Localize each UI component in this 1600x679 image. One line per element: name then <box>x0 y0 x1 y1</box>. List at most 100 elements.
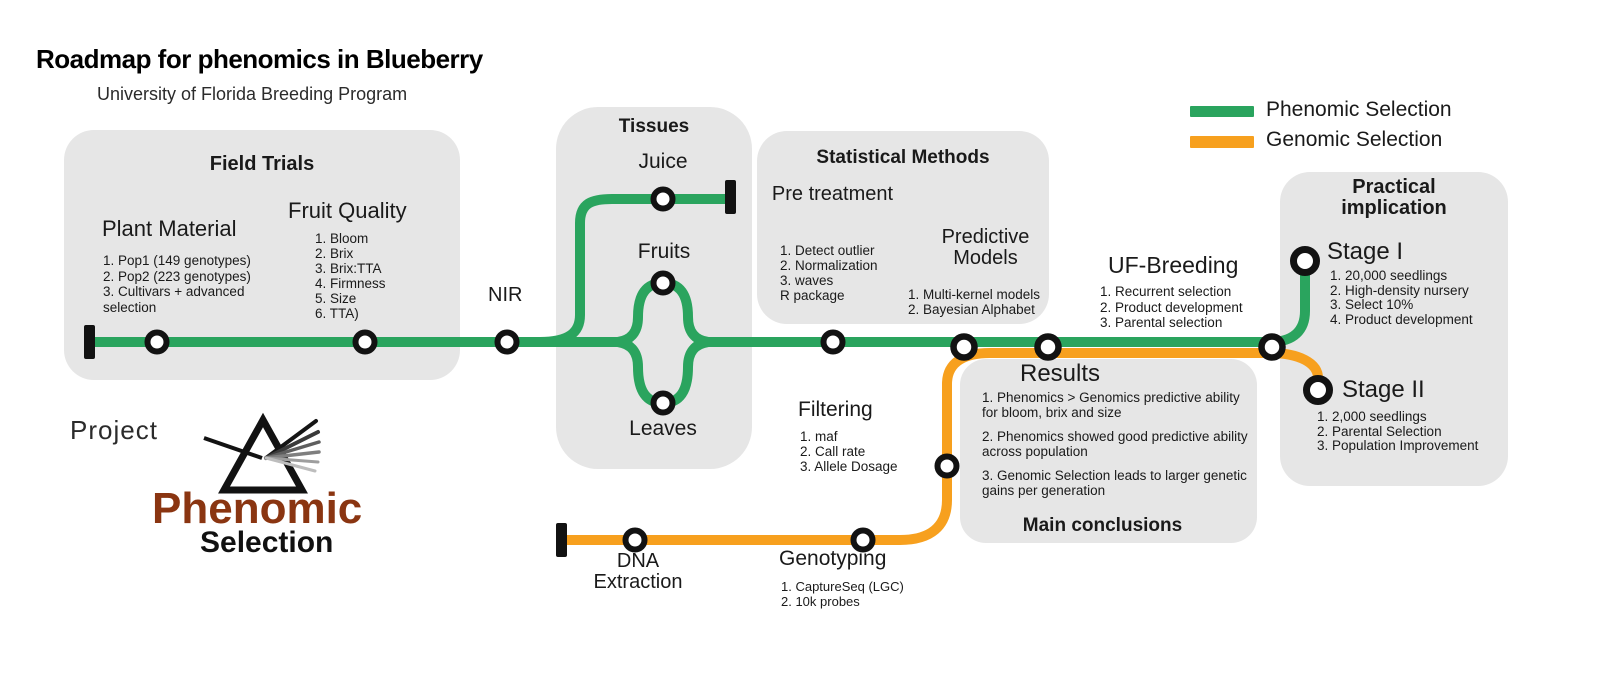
practical-implication-panel <box>1280 172 1508 486</box>
station-juice <box>650 186 676 212</box>
prism-rays <box>264 419 321 473</box>
dna-extraction-label: DNA Extraction <box>593 550 683 593</box>
prism-logo-icon <box>203 412 321 494</box>
list-item: 4. Product development <box>1330 311 1473 327</box>
uf-breeding-title: UF-Breeding <box>1108 252 1239 278</box>
nir-label: NIR <box>488 284 523 306</box>
list-item: 1. Multi-kernel models <box>908 287 1041 302</box>
station-pre-treatment <box>820 329 846 355</box>
legend-phenomic-label: Phenomic Selection <box>1266 98 1452 121</box>
station-stage2-terminal <box>1303 375 1333 405</box>
list-item: 2. Parental Selection <box>1317 423 1442 439</box>
station-genotyping <box>850 527 876 553</box>
station-fruit-quality <box>352 329 378 355</box>
project-label: Project <box>70 415 158 445</box>
main-conclusions-label: Main conclusions <box>1022 515 1183 536</box>
juice-label: Juice <box>638 150 688 173</box>
leaves-label: Leaves <box>629 417 697 440</box>
statistical-methods-title: Statistical Methods <box>816 147 990 168</box>
stations <box>144 186 1333 553</box>
results-title: Results <box>1019 360 1101 387</box>
station-filtering <box>934 453 960 479</box>
station-fruits <box>650 270 676 296</box>
field-trials-title: Field Trials <box>209 153 315 175</box>
list-item: 2. Bayesian Alphabet <box>908 301 1035 317</box>
fruits-label: Fruits <box>637 240 691 263</box>
station-stage1-terminal <box>1290 246 1320 276</box>
list-item: R package <box>780 288 845 303</box>
list-item: 3. Brix:TTA <box>315 261 382 276</box>
list-item: 1. maf <box>800 429 838 444</box>
genotyping-title: Genotyping <box>779 547 887 570</box>
fruit-quality-title: Fruit Quality <box>288 198 407 223</box>
list-item: 1. CaptureSeq (LGC) <box>781 579 904 594</box>
station-stage-junction <box>1258 333 1286 361</box>
list-item: 2. High-density nursery <box>1330 282 1469 298</box>
stage1-title: Stage I <box>1327 238 1404 265</box>
list-item: 3. waves <box>780 273 834 288</box>
terminal-bar-field-trials <box>84 325 95 359</box>
list-item: 2. 10k probes <box>781 593 860 609</box>
line-terminals <box>84 180 736 557</box>
legend-phenomic-swatch <box>1190 106 1254 117</box>
list-item: 6. TTA) <box>315 306 359 321</box>
statistical-methods-panel <box>757 131 1049 324</box>
page-subtitle: University of Florida Breeding Program <box>97 84 408 104</box>
results-list: 1. Phenomics > Genomics predictive abili… <box>982 390 1254 507</box>
results-panel <box>960 359 1257 543</box>
list-item: 1. Bloom <box>315 231 369 246</box>
list-item: 1. Recurrent selection <box>1100 284 1232 299</box>
station-plant-material <box>144 329 170 355</box>
list-item: 1. Phenomics > Genomics predictive abili… <box>982 390 1240 420</box>
list-item: 1. 2,000 seedlings <box>1317 409 1427 424</box>
list-item: 2. Brix <box>315 246 354 261</box>
practical-implication-title: Practical implication <box>1341 176 1447 219</box>
list-item: 3. Allele Dosage <box>800 459 898 474</box>
legend-genomic-label: Genomic Selection <box>1266 128 1443 151</box>
plant-material-title: Plant Material <box>102 216 237 241</box>
list-item: 2. Product development <box>1100 299 1243 315</box>
page-title: Roadmap for phenomics in Blueberry <box>36 44 483 74</box>
station-uf-breeding <box>1034 333 1062 361</box>
list-item: 3. Genomic Selection leads to larger gen… <box>982 468 1247 498</box>
legend-genomic-swatch <box>1190 136 1254 148</box>
list-item: 4. Firmness <box>315 276 386 291</box>
list-item: 3. Cultivars + advanced selection <box>103 284 245 315</box>
list-item: 1. Pop1 (149 genotypes) <box>103 253 251 268</box>
filtering-title: Filtering <box>798 398 873 421</box>
prism-beam <box>203 436 263 460</box>
station-predictive-models <box>950 333 978 361</box>
list-item: 1. 20,000 seedlings <box>1330 268 1448 283</box>
list-item: 2. Pop2 (223 genotypes) <box>103 268 251 284</box>
genotyping-list: 1. CaptureSeq (LGC)2. 10k probes <box>781 579 904 609</box>
terminal-bar-dna <box>556 523 567 557</box>
brand-name-selection: Selection <box>200 526 334 559</box>
list-item: 2. Normalization <box>780 258 878 273</box>
pre-treatment-title: Pre treatment <box>771 183 894 205</box>
stage2-title: Stage II <box>1342 376 1425 403</box>
plant-material-list: 1. Pop1 (149 genotypes)2. Pop2 (223 geno… <box>103 253 281 315</box>
phenomic-line-juice-branch <box>539 194 726 347</box>
station-dna-extraction <box>622 527 648 553</box>
terminal-bar-juice <box>725 180 736 214</box>
list-item: 2. Phenomics showed good predictive abil… <box>982 429 1248 459</box>
list-item: 3. Parental selection <box>1100 315 1223 330</box>
brand-name-phenomic: Phenomic <box>152 484 363 533</box>
list-item: 3. Select 10% <box>1330 297 1414 312</box>
station-leaves <box>650 390 676 416</box>
list-item: 3. Population Improvement <box>1317 438 1479 453</box>
predictive-models-title: Predictive Models <box>941 226 1030 269</box>
phenomic-line-stage1-branch <box>1269 264 1310 347</box>
tissues-title: Tissues <box>618 116 690 137</box>
station-nir <box>494 329 520 355</box>
list-item: 5. Size <box>315 291 357 306</box>
